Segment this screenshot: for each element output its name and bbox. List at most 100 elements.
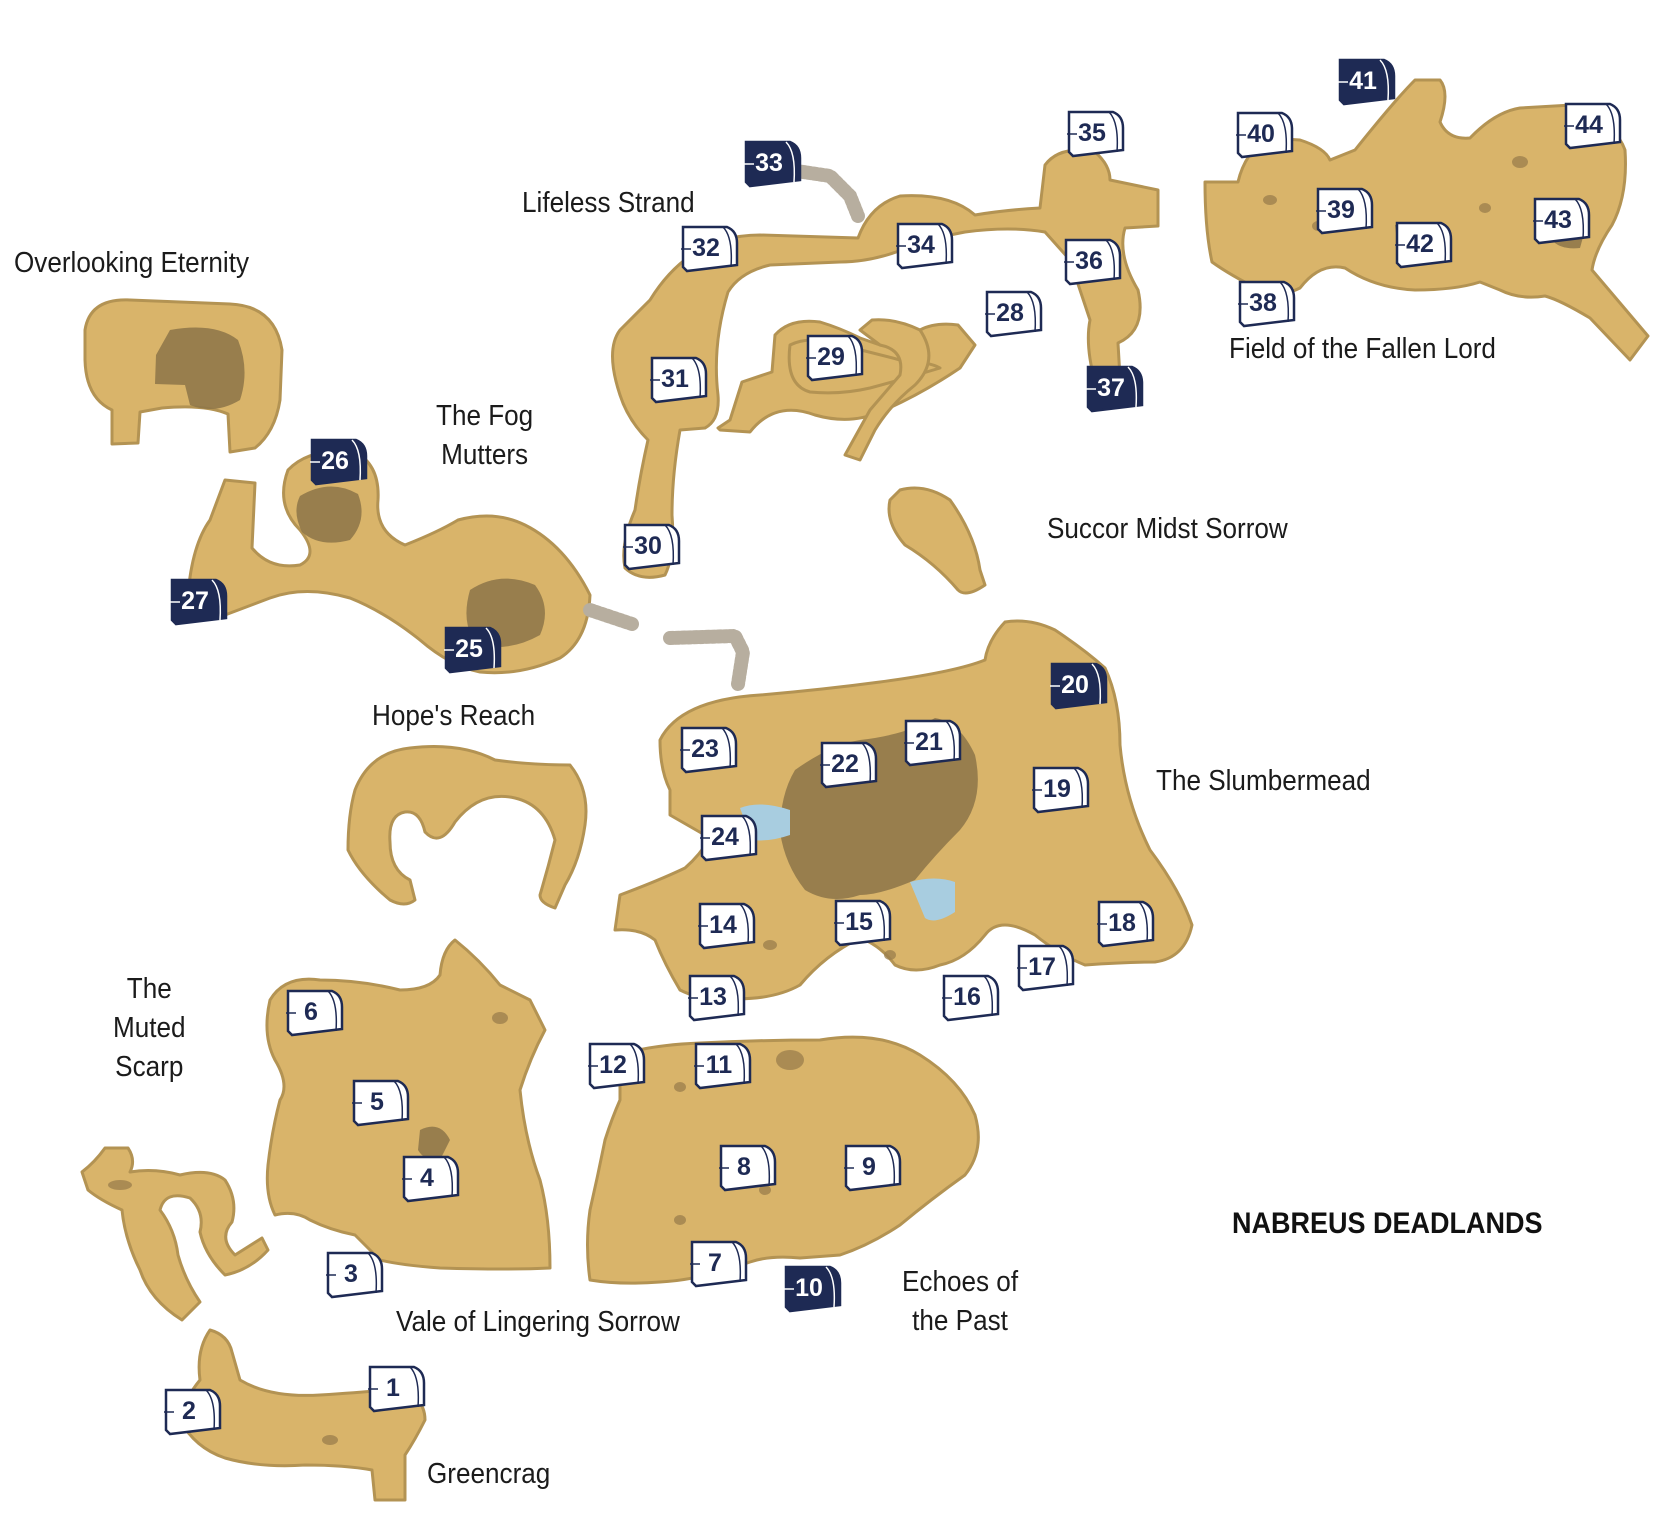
chest-marker-9[interactable]: 9: [844, 1144, 902, 1192]
chest-marker-34[interactable]: 34: [896, 222, 954, 270]
chest-icon: [942, 974, 1000, 1022]
path-fog-to-slumbermead: [583, 603, 639, 631]
spot-vale-3: [674, 1215, 686, 1225]
chest-marker-1[interactable]: 1: [368, 1365, 426, 1413]
chest-marker-8[interactable]: 8: [719, 1144, 777, 1192]
chest-marker-26[interactable]: 26: [310, 438, 368, 486]
chest-icon: [650, 356, 708, 404]
chest-icon: [681, 225, 739, 273]
chest-lid-line: [351, 439, 362, 481]
chest-lid-line: [327, 990, 338, 1032]
chest-number: 9: [862, 1153, 876, 1181]
chest-icon: [820, 741, 878, 789]
chest-marker-43[interactable]: 43: [1533, 197, 1591, 245]
chest-lid-line: [205, 1389, 216, 1431]
chest-icon: [1086, 365, 1144, 413]
chest-marker-15[interactable]: 15: [834, 899, 892, 947]
chest-lid-line: [1279, 281, 1290, 323]
chest-icon: [444, 626, 502, 674]
chest-icon: [700, 814, 758, 862]
chest-number: 35: [1078, 119, 1106, 147]
chest-lid-line: [1138, 901, 1149, 943]
chest-number: 31: [661, 365, 689, 393]
area-label-vale-of-lingering-sorrow: Vale of Lingering Sorrow: [396, 1306, 680, 1338]
chest-marker-37[interactable]: 37: [1086, 365, 1144, 413]
chest-lid-line: [211, 579, 222, 621]
chest-number: 38: [1249, 289, 1277, 317]
chest-icon: [1395, 221, 1453, 269]
chest-marker-17[interactable]: 17: [1017, 944, 1075, 992]
chest-marker-20[interactable]: 20: [1050, 662, 1108, 710]
chest-marker-33[interactable]: 33: [744, 140, 802, 188]
chest-marker-18[interactable]: 18: [1097, 900, 1155, 948]
chest-marker-5[interactable]: 5: [352, 1079, 410, 1127]
area-label-overlooking-eternity: Overlooking Eternity: [14, 247, 250, 279]
chest-icon: [806, 334, 864, 382]
chest-marker-7[interactable]: 7: [690, 1240, 748, 1288]
chest-marker-41[interactable]: 41: [1338, 58, 1396, 106]
area-label-the-slumbermead: The Slumbermead: [1156, 765, 1371, 797]
chest-marker-38[interactable]: 38: [1238, 280, 1296, 328]
chest-icon: [834, 899, 892, 947]
chest-marker-29[interactable]: 29: [806, 334, 864, 382]
chest-icon: [1533, 197, 1591, 245]
chest-marker-27[interactable]: 27: [170, 578, 228, 626]
chest-icon: [164, 1388, 222, 1436]
chest-marker-44[interactable]: 44: [1564, 102, 1622, 150]
spot-vale-4: [759, 1185, 771, 1195]
chest-lid-line: [885, 1145, 896, 1187]
chest-marker-14[interactable]: 14: [698, 902, 756, 950]
chest-marker-23[interactable]: 23: [680, 726, 738, 774]
chest-lid-line: [741, 815, 752, 857]
chest-icon: [690, 1240, 748, 1288]
chest-lid-line: [664, 524, 675, 566]
chest-marker-16[interactable]: 16: [942, 974, 1000, 1022]
chest-icon: [352, 1079, 410, 1127]
chest-marker-42[interactable]: 42: [1395, 221, 1453, 269]
chest-lid-line: [1277, 112, 1288, 154]
chest-marker-19[interactable]: 19: [1032, 766, 1090, 814]
chest-number: 41: [1349, 67, 1377, 95]
chest-marker-2[interactable]: 2: [164, 1388, 222, 1436]
chest-marker-28[interactable]: 28: [985, 290, 1043, 338]
chest-marker-40[interactable]: 40: [1236, 111, 1294, 159]
chest-marker-32[interactable]: 32: [681, 225, 739, 273]
chest-lid-line: [1574, 198, 1585, 240]
chest-marker-6[interactable]: 6: [286, 989, 344, 1037]
chest-marker-21[interactable]: 21: [904, 719, 962, 767]
path-lifeless-33: [783, 163, 865, 223]
spot-muted-scarp-1: [492, 1012, 508, 1024]
chest-icon: [588, 1042, 646, 1090]
terrain-greencrag-north: [80, 1146, 270, 1322]
chest-icon: [694, 1042, 752, 1090]
chest-number: 27: [181, 587, 209, 615]
chest-marker-24[interactable]: 24: [700, 814, 758, 862]
chest-marker-10[interactable]: 10: [784, 1265, 842, 1313]
chest-number: 14: [709, 911, 737, 939]
chest-lid-line: [721, 727, 732, 769]
chest-marker-35[interactable]: 35: [1067, 110, 1125, 158]
chest-number: 43: [1544, 206, 1572, 234]
chest-number: 40: [1247, 120, 1275, 148]
terrain-lifeless-bridge: [843, 318, 931, 462]
chest-marker-22[interactable]: 22: [820, 741, 878, 789]
chest-marker-25[interactable]: 25: [444, 626, 502, 674]
chest-marker-31[interactable]: 31: [650, 356, 708, 404]
chest-marker-12[interactable]: 12: [588, 1042, 646, 1090]
chest-marker-13[interactable]: 13: [688, 974, 746, 1022]
terrain-hopes-reach: [346, 745, 588, 910]
chest-icon: [985, 290, 1043, 338]
chest-marker-30[interactable]: 30: [623, 523, 681, 571]
spot-greencrag-2: [322, 1435, 338, 1445]
chest-number: 39: [1327, 196, 1355, 224]
chest-lid-line: [1436, 222, 1447, 264]
chest-marker-4[interactable]: 4: [402, 1155, 460, 1203]
chest-marker-39[interactable]: 39: [1316, 187, 1374, 235]
chest-marker-36[interactable]: 36: [1064, 238, 1122, 286]
chest-icon: [170, 578, 228, 626]
chest-marker-3[interactable]: 3: [326, 1251, 384, 1299]
chest-icon: [1064, 238, 1122, 286]
chest-icon: [1236, 111, 1294, 159]
chest-number: 3: [344, 1260, 358, 1288]
chest-marker-11[interactable]: 11: [694, 1042, 752, 1090]
